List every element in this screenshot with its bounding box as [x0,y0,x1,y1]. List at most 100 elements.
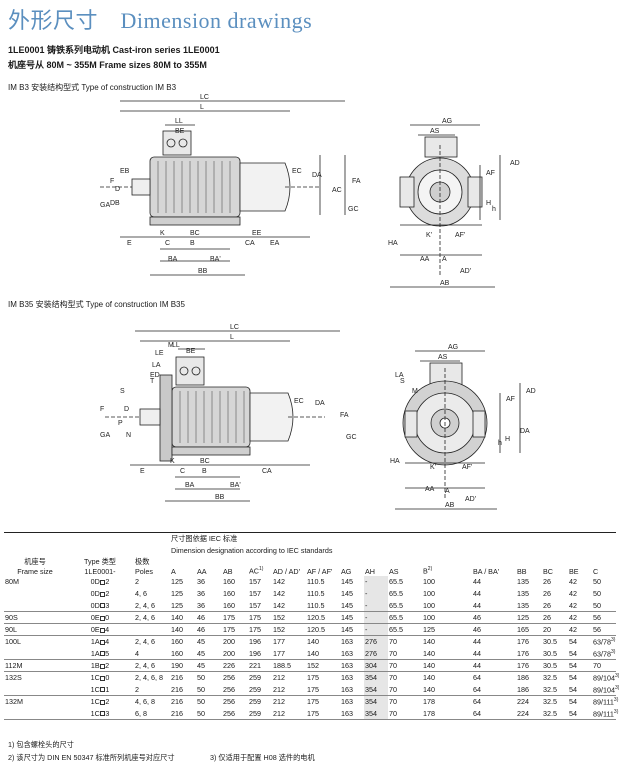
cell-BE: 54 [568,707,592,720]
cell-BABA: 64 [472,683,516,696]
cell-ADAD: 212 [272,707,306,720]
dim-label-b3-front: AF' [455,232,465,239]
dim-label-b3-front: h [492,206,496,213]
dim-label-b35-side: K [170,458,175,465]
cell-BB: 165 [516,623,542,636]
cell-BABA: 44 [473,637,481,647]
cell-AC: 259 [249,673,261,683]
cell-BE: 42 [569,577,577,586]
footnote-1: 1) 包含螺栓头的尺寸 [8,740,74,749]
cell-AC: 157 [249,577,261,586]
dim-label-b3-front: AF [486,170,495,177]
cell-ADAD: 188.5 [272,659,306,672]
col-type-cn: Type 类型 [84,556,116,566]
col-poles-cn: 极数 [135,556,150,566]
cell-poles: 4 [134,647,170,660]
cell-BC: 30.5 [542,659,568,672]
cell-AFAF: 110.5 [306,599,340,612]
cell-AG: 163 [341,637,353,647]
dim-label-b35-side: L [230,334,234,341]
dim-label-b35-front: AD' [465,496,476,503]
placeholder-box [100,651,106,657]
cell-A: 160 [171,637,183,647]
cell-AA: 36 [197,589,205,598]
dimension-table-wrapper: 尺寸图依据 IEC 标准 Dimension designation accor… [4,532,619,720]
dim-label-b35-side: GA [100,432,110,439]
placeholder-box [100,699,106,705]
dim-label-b3-side: FA [352,178,361,185]
cell-AG: 145 [340,599,364,612]
cell-frame: 90S [4,611,66,624]
dim-label-b35-side: C [180,468,185,475]
cell-BABA: 44 [472,659,516,672]
dim-label-b35-side: BB [215,494,225,501]
cell-AH: - [364,623,388,636]
cell-B: 140 [422,659,472,672]
cell-BB: 186 [517,673,529,683]
dim-label-b3-side: GC [348,206,359,213]
cell-AA: 45 [196,659,222,672]
cell-BE: 54 [569,673,577,683]
cell-poles: 2, 4, 6 [135,637,155,647]
placeholder-box [100,615,106,621]
cell-ADAD: 212 [273,697,285,707]
dim-label-b3-side: BA [168,256,178,263]
cell-poles: 2, 4, 6 [134,611,170,624]
cell-AB: 226 [222,659,248,672]
cell-B: 140 [423,673,435,683]
col-AG: AG [341,566,352,576]
cell-BC: 26 [543,589,551,598]
cell-BC: 32.5 [542,707,568,720]
cell-BB: 125 [516,611,542,624]
dim-label-b3-front: AD' [460,268,471,275]
cell-AS: 70 [388,707,422,720]
dim-label-b35-side: P [118,420,123,427]
cell-C: 89/1043) [592,683,619,696]
col-AF: AF / AF' [307,566,333,576]
cell-frame: 112M [4,659,66,672]
cell-BE: 42 [568,599,592,612]
dim-label-b35-side: T [150,378,155,385]
cell-frame: 90L [4,623,66,636]
dim-label-b3-side: BA' [210,256,221,263]
dim-label-b35-front: AG [448,344,458,351]
cell-AC: 196 [249,637,261,647]
cell-BE: 54 [568,647,592,660]
cell-ADAD: 212 [273,673,285,683]
cell-frame: 100L [5,637,21,647]
cell-AG: 163 [340,683,364,696]
dim-label-b3-side: GA [100,202,110,209]
cell-AC: 175 [248,611,272,624]
cell-B: 178 [422,707,472,720]
placeholder-box [100,579,106,585]
cell-frame [4,588,66,600]
cell-AA: 50 [196,707,222,720]
cell-B: 100 [422,599,472,612]
cell-BC: 26 [543,577,551,586]
col-C: C [593,566,599,576]
col-AH: AH [365,566,375,576]
cell-AB: 200 [223,637,235,647]
cell-AS: 70 [388,647,422,660]
cell-BC: 32.5 [543,697,557,707]
cell-AG: 163 [340,659,364,672]
col-AS: AS [389,566,399,576]
dim-label-b3-front: A [442,256,447,263]
dim-label-b3-side: CA [245,240,255,247]
cell-AA: 50 [197,673,205,683]
dim-label-b3-front: AD [510,160,520,167]
section-label-b3: IM B3 安装结构型式 Type of construction IM B3 [8,83,177,92]
cell-B: 100 [423,577,435,586]
cell-AFAF: 120.5 [306,611,340,624]
